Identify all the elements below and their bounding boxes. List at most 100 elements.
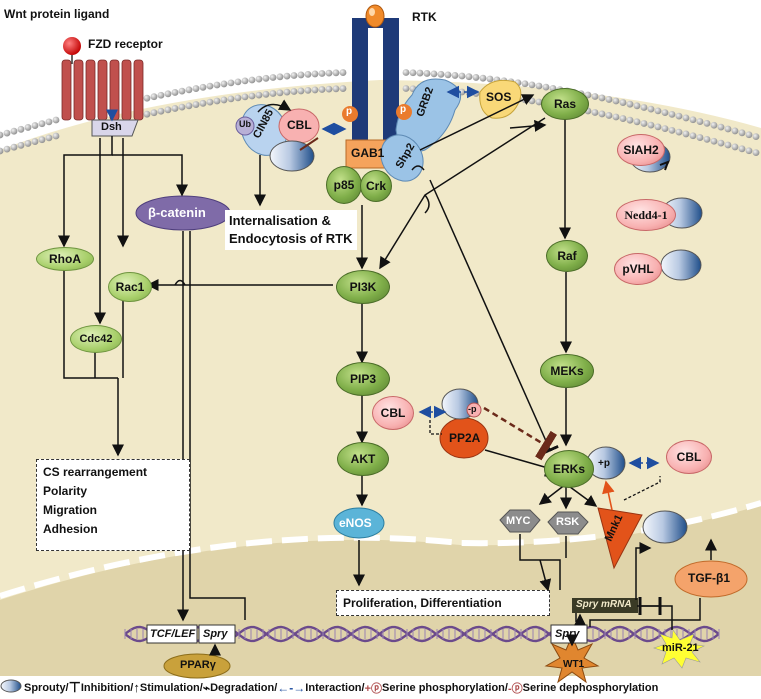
myc-label: MYC [506, 515, 531, 527]
nedd4-node: Nedd4-1 [616, 199, 676, 231]
membrane-bead [24, 140, 32, 147]
siah2-label: SIAH2 [623, 143, 659, 157]
membrane-bead [220, 96, 228, 104]
membrane-bead [668, 126, 676, 134]
pvhl-node: pVHL [614, 253, 662, 285]
membrane-bead [290, 72, 298, 79]
siah2-node: SIAH2 [617, 134, 665, 166]
dsh-label: Dsh [101, 121, 122, 133]
beta-catenin-label: β-catenin [148, 205, 206, 220]
wnt-label: Wnt protein ligand [4, 7, 110, 21]
membrane-bead [52, 116, 60, 124]
legend: Sprouty/ ⊤ Inhibition/ ↑ Stimulation/ ⌁ … [0, 676, 761, 699]
membrane-bead [143, 94, 151, 102]
cdc42-label: Cdc42 [79, 333, 113, 345]
tcf-lef-gene: TCF/LEF [150, 628, 196, 640]
membrane-bead [318, 86, 326, 93]
membrane-bead [542, 83, 550, 91]
membrane-bead [689, 132, 697, 140]
meks-node: MEKs [540, 354, 594, 388]
membrane-bead [206, 98, 214, 106]
membrane-bead [283, 88, 291, 96]
membrane-bead [647, 121, 655, 129]
membrane-bead [472, 74, 480, 81]
membrane-bead [654, 123, 662, 131]
membrane-bead [710, 137, 718, 145]
ppar-label: PPARγ [180, 659, 216, 671]
ras-node: Ras [541, 88, 589, 120]
membrane-bead [157, 107, 165, 115]
membrane-bead [612, 97, 620, 105]
membrane-bead [227, 95, 235, 103]
membrane-bead [528, 81, 536, 89]
membrane-bead [605, 112, 613, 119]
legend-inhibition: Inhibition/ [80, 681, 134, 694]
cbl-mid-label: CBL [380, 406, 406, 420]
legend-interaction: Interaction/ [305, 681, 365, 694]
membrane-bead [241, 77, 249, 85]
membrane-bead [311, 86, 319, 94]
membrane-bead [31, 122, 39, 129]
membrane-bead [486, 75, 494, 83]
membrane-bead [675, 112, 683, 120]
membrane-bead [178, 87, 186, 95]
membrane-bead [45, 118, 53, 126]
membrane-bead [619, 115, 627, 122]
membrane-bead [717, 139, 725, 147]
membrane-bead [696, 118, 704, 125]
membrane-bead [402, 85, 410, 92]
membrane-bead [10, 127, 18, 135]
membrane-bead [332, 85, 340, 93]
membrane-bead [283, 72, 291, 80]
gab1-label: GAB1 [351, 146, 385, 160]
membrane-bead [451, 72, 459, 79]
pvhl-label: pVHL [622, 262, 654, 276]
membrane-bead [703, 120, 711, 127]
membrane-bead [535, 98, 543, 106]
membrane-bead [696, 134, 704, 141]
membrane-bead [423, 70, 431, 77]
tgfb1-label: TGF-β1 [688, 571, 730, 585]
membrane-bead [437, 70, 445, 78]
phospho-p1: p [346, 106, 353, 117]
membrane-bead [731, 127, 739, 135]
inhibition-icon: ⊤ [68, 679, 81, 695]
rac1-node: Rac1 [108, 272, 152, 302]
membrane-bead [276, 73, 284, 81]
stimulation-icon: ↑ [133, 680, 140, 695]
membrane-bead [633, 118, 641, 126]
membrane-bead [297, 87, 305, 95]
membrane-bead [45, 134, 53, 142]
membrane-bead [682, 114, 690, 122]
proliferation-box: Proliferation, Differentiation [336, 590, 550, 616]
legend-degradation: Degradation/ [210, 681, 278, 694]
membrane-bead [591, 109, 599, 116]
membrane-bead [654, 107, 662, 115]
membrane-bead [752, 149, 760, 157]
membrane-bead [150, 109, 158, 117]
pip3-node: PIP3 [336, 362, 390, 396]
membrane-bead [262, 90, 270, 98]
membrane-bead [276, 89, 284, 97]
membrane-bead [157, 91, 165, 99]
raf-label: Raf [557, 249, 577, 263]
membrane-bead [633, 102, 641, 110]
membrane-bead [339, 69, 347, 76]
sprouty-icon [0, 679, 24, 696]
membrane-bead [717, 123, 725, 131]
membrane-bead [647, 105, 655, 113]
membrane-bead [206, 82, 214, 90]
membrane-bead [17, 125, 25, 133]
cbl-right-label: CBL [676, 450, 702, 464]
cdc42-node: Cdc42 [70, 325, 122, 353]
membrane-bead [640, 120, 648, 127]
membrane-bead [171, 105, 179, 112]
membrane-bead [731, 143, 739, 151]
membrane-bead [402, 69, 410, 76]
membrane-bead [605, 96, 613, 103]
akt-label: AKT [350, 452, 376, 466]
raf-node: Raf [546, 240, 588, 272]
membrane-bead [10, 143, 18, 151]
membrane-bead [661, 109, 669, 116]
